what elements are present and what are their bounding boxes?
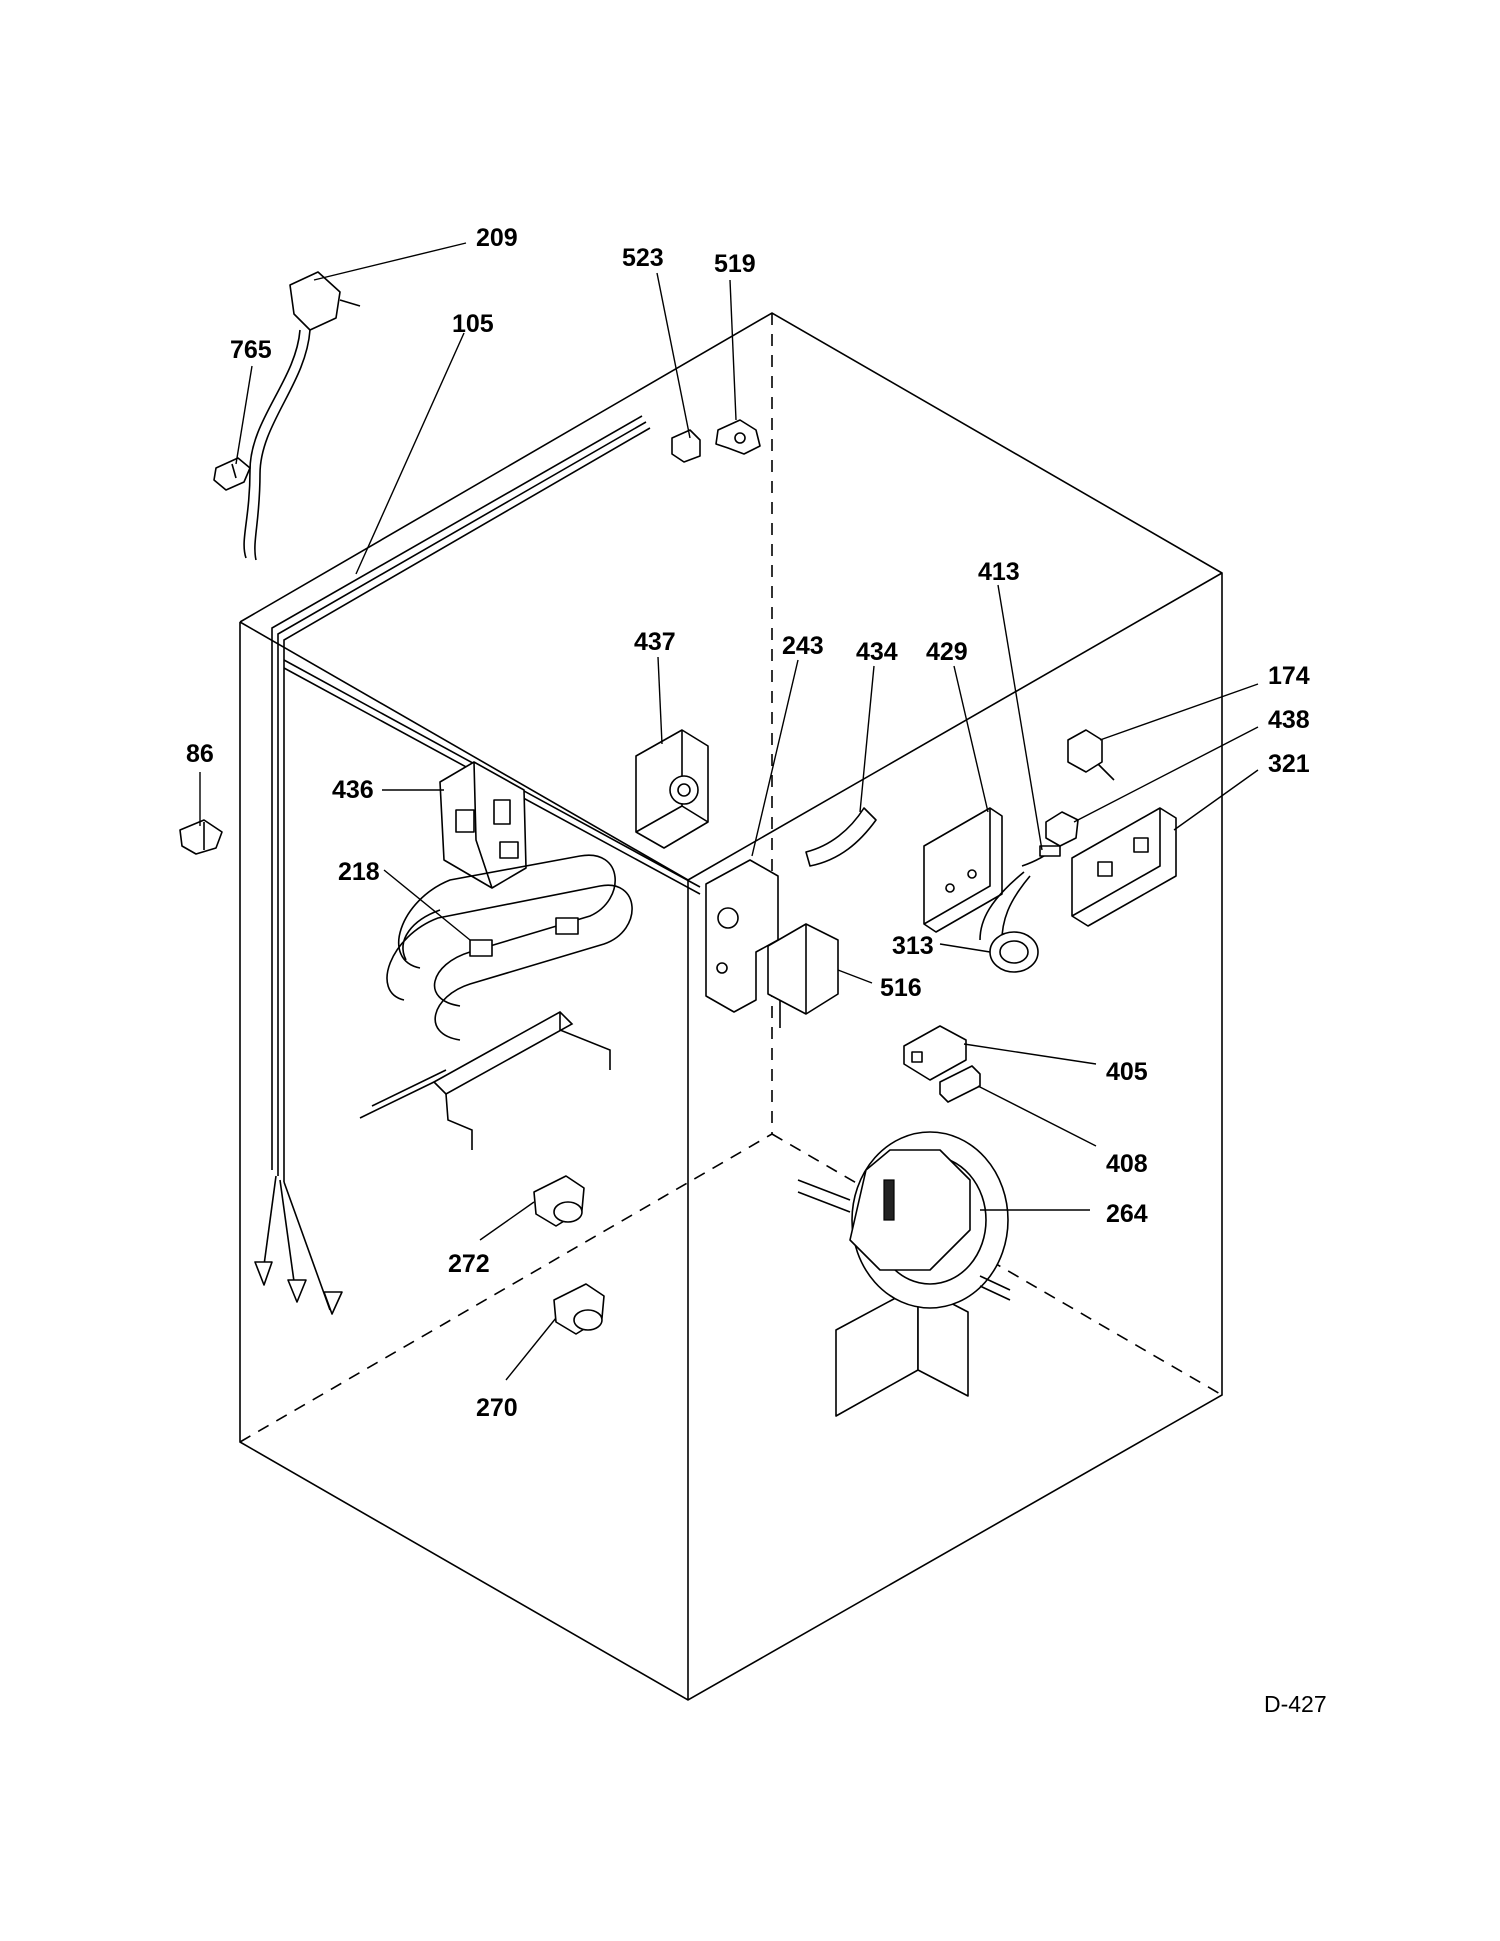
shield-516[interactable] xyxy=(767,923,839,1028)
callout-313: 313 xyxy=(892,932,934,960)
callout-labels: 209 523 519 105 765 413 437 243 434 429 … xyxy=(186,224,1310,1422)
callout-105: 105 xyxy=(452,310,494,338)
board-429[interactable] xyxy=(923,807,1003,933)
leader-lines xyxy=(199,242,1259,1381)
callout-519: 519 xyxy=(714,250,756,278)
bracket-243[interactable] xyxy=(705,859,779,1013)
callout-264: 264 xyxy=(1106,1200,1148,1228)
callout-209: 209 xyxy=(476,224,518,252)
thermostat-272[interactable] xyxy=(533,1175,585,1227)
callout-243: 243 xyxy=(782,632,824,660)
callout-516: 516 xyxy=(880,974,922,1002)
callout-437: 437 xyxy=(634,628,676,656)
callout-429: 429 xyxy=(926,638,968,666)
thermostat-270[interactable] xyxy=(553,1283,605,1335)
callout-86: 86 xyxy=(186,740,214,768)
drawing-id: D-427 xyxy=(1264,1691,1327,1717)
bracket-519[interactable] xyxy=(715,419,761,455)
callout-174: 174 xyxy=(1268,662,1310,690)
callout-321: 321 xyxy=(1268,750,1310,778)
connector-765[interactable] xyxy=(213,457,251,491)
button-313[interactable] xyxy=(989,931,1039,973)
motor-264[interactable] xyxy=(797,1131,1011,1417)
plug-86[interactable] xyxy=(179,819,223,855)
heating-element-218[interactable] xyxy=(359,854,633,1150)
callout-413: 413 xyxy=(978,558,1020,586)
switch-408[interactable] xyxy=(939,1065,981,1103)
callout-438: 438 xyxy=(1268,706,1310,734)
callout-218: 218 xyxy=(338,858,380,886)
timer-437[interactable] xyxy=(635,729,709,849)
callout-523: 523 xyxy=(622,244,664,272)
callout-434: 434 xyxy=(856,638,898,666)
callout-436: 436 xyxy=(332,776,374,804)
switch-174[interactable] xyxy=(1067,729,1115,781)
callout-765: 765 xyxy=(230,336,272,364)
strip-434[interactable] xyxy=(805,807,877,867)
switch-438[interactable] xyxy=(1045,811,1079,847)
clip-523[interactable] xyxy=(671,429,701,463)
callout-272: 272 xyxy=(448,1250,490,1278)
plate-321[interactable] xyxy=(1071,807,1177,927)
callout-405: 405 xyxy=(1106,1058,1148,1086)
switch-405[interactable] xyxy=(903,1025,967,1081)
control-board-436[interactable] xyxy=(439,761,527,889)
callout-270: 270 xyxy=(476,1394,518,1422)
power-cord[interactable] xyxy=(243,271,361,561)
wire-413[interactable] xyxy=(979,845,1061,951)
callout-408: 408 xyxy=(1106,1150,1148,1178)
